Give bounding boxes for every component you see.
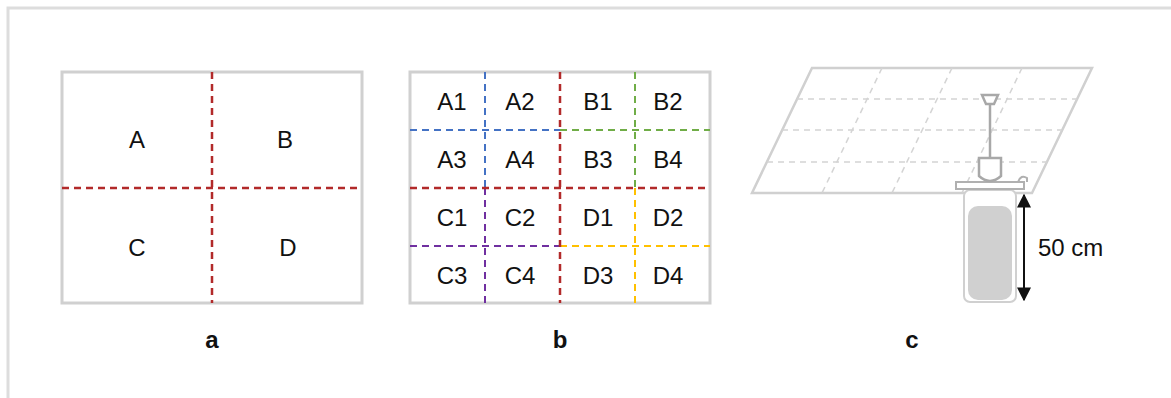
plot-label: B3 [583, 148, 612, 172]
red-divider [410, 187, 710, 190]
dimension-arrow [1023, 195, 1025, 300]
plot-label: D1 [583, 206, 614, 230]
grid-line [892, 68, 952, 193]
plot-label: D2 [653, 206, 684, 230]
tube-flange [956, 182, 1024, 189]
soil-corer [956, 177, 1027, 302]
tube-hook [1018, 177, 1027, 182]
plot-label: A4 [505, 148, 534, 172]
plot-label: C2 [505, 206, 536, 230]
plot-label: A1 [437, 90, 466, 114]
panel-letter: b [553, 328, 568, 352]
plot-label: D3 [583, 264, 614, 288]
plot-label: C1 [437, 206, 468, 230]
plot-label: C3 [437, 264, 468, 288]
panel-letter: a [205, 328, 218, 352]
shovel [979, 95, 1001, 181]
panel-letter: c [905, 328, 918, 352]
plot-label: C [128, 236, 145, 260]
plot-label: A2 [505, 90, 534, 114]
outer-frame [8, 8, 1171, 398]
red-divider [62, 187, 362, 190]
plot-label: C4 [505, 264, 536, 288]
shovel-shaft [989, 104, 992, 158]
dimension-label: 50 cm [1038, 236, 1103, 260]
shovel-blade [979, 158, 1001, 181]
panel-c [752, 68, 1092, 302]
plot-label: B4 [653, 148, 682, 172]
shovel-grip [982, 95, 998, 104]
plot-label: B [277, 128, 293, 152]
purple-divider [410, 245, 560, 247]
plot-label: A3 [437, 148, 466, 172]
plot-outline [410, 72, 710, 303]
plot-label: A [129, 128, 145, 152]
plot-label: D4 [653, 264, 684, 288]
field-plane [752, 68, 1092, 193]
grid-line [962, 68, 1022, 193]
plot-label: D [279, 236, 296, 260]
plot-outline [62, 72, 362, 303]
panel-b [410, 72, 710, 303]
yellow-divider [560, 245, 710, 247]
green-divider [560, 129, 710, 131]
plot-label: B1 [583, 90, 612, 114]
core-tube [964, 190, 1016, 302]
grid-line [822, 68, 882, 193]
blue-divider [410, 129, 560, 131]
soil-core [968, 206, 1012, 300]
plot-label: B2 [653, 90, 682, 114]
panel-a [62, 72, 362, 303]
